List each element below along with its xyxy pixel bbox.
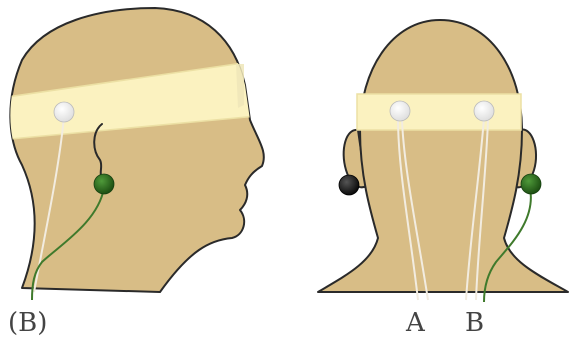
back-headband	[357, 94, 521, 130]
side-forehead-electrode	[54, 102, 74, 122]
label-back-b: B	[465, 308, 484, 337]
back-right-electrode	[474, 101, 494, 121]
side-ear-electrode	[94, 174, 114, 194]
side-view: (B)	[0, 8, 264, 337]
back-left-ear-electrode	[339, 175, 359, 195]
back-left-electrode	[390, 101, 410, 121]
back-right-ear-electrode	[521, 174, 541, 194]
back-view: A B	[318, 20, 568, 337]
label-side-b: (B)	[8, 308, 47, 337]
label-back-a: A	[405, 308, 426, 337]
side-head-silhouette	[10, 8, 263, 292]
